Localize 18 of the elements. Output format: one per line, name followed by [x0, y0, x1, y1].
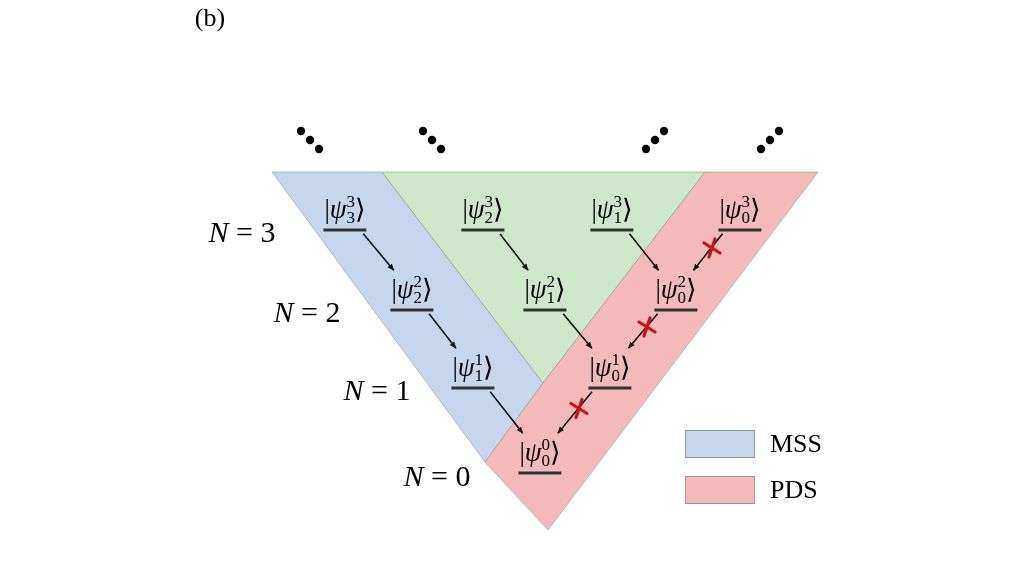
panel-label: (b): [194, 3, 226, 33]
state-label: |ψ$^{2}$$_{0}$⟩: [654, 272, 698, 312]
level-label: N = 2: [273, 295, 341, 329]
level-label: N = 3: [208, 215, 276, 249]
state-label: |ψ$^{1}$$_{1}$⟩: [451, 350, 495, 390]
state-label: |ψ$^{2}$$_{2}$⟩: [390, 272, 434, 312]
legend-label: PDS: [770, 475, 818, 505]
state-label: |ψ$^{3}$$_{2}$⟩: [461, 192, 505, 232]
state-label: |ψ$^{3}$$_{3}$⟩: [323, 192, 367, 232]
state-label: |ψ$^{0}$$_{0}$⟩: [518, 435, 562, 475]
state-label: |ψ$^{3}$$_{0}$⟩: [718, 192, 762, 232]
level-label: N = 0: [403, 459, 471, 493]
state-label: |ψ$^{2}$$_{1}$⟩: [523, 272, 567, 312]
state-label: |ψ$^{3}$$_{1}$⟩: [590, 192, 634, 232]
level-label: N = 1: [343, 373, 411, 407]
triangle-region: [382, 172, 705, 383]
legend-label: MSS: [770, 429, 823, 459]
state-label: |ψ$^{1}$$_{0}$⟩: [588, 350, 632, 390]
